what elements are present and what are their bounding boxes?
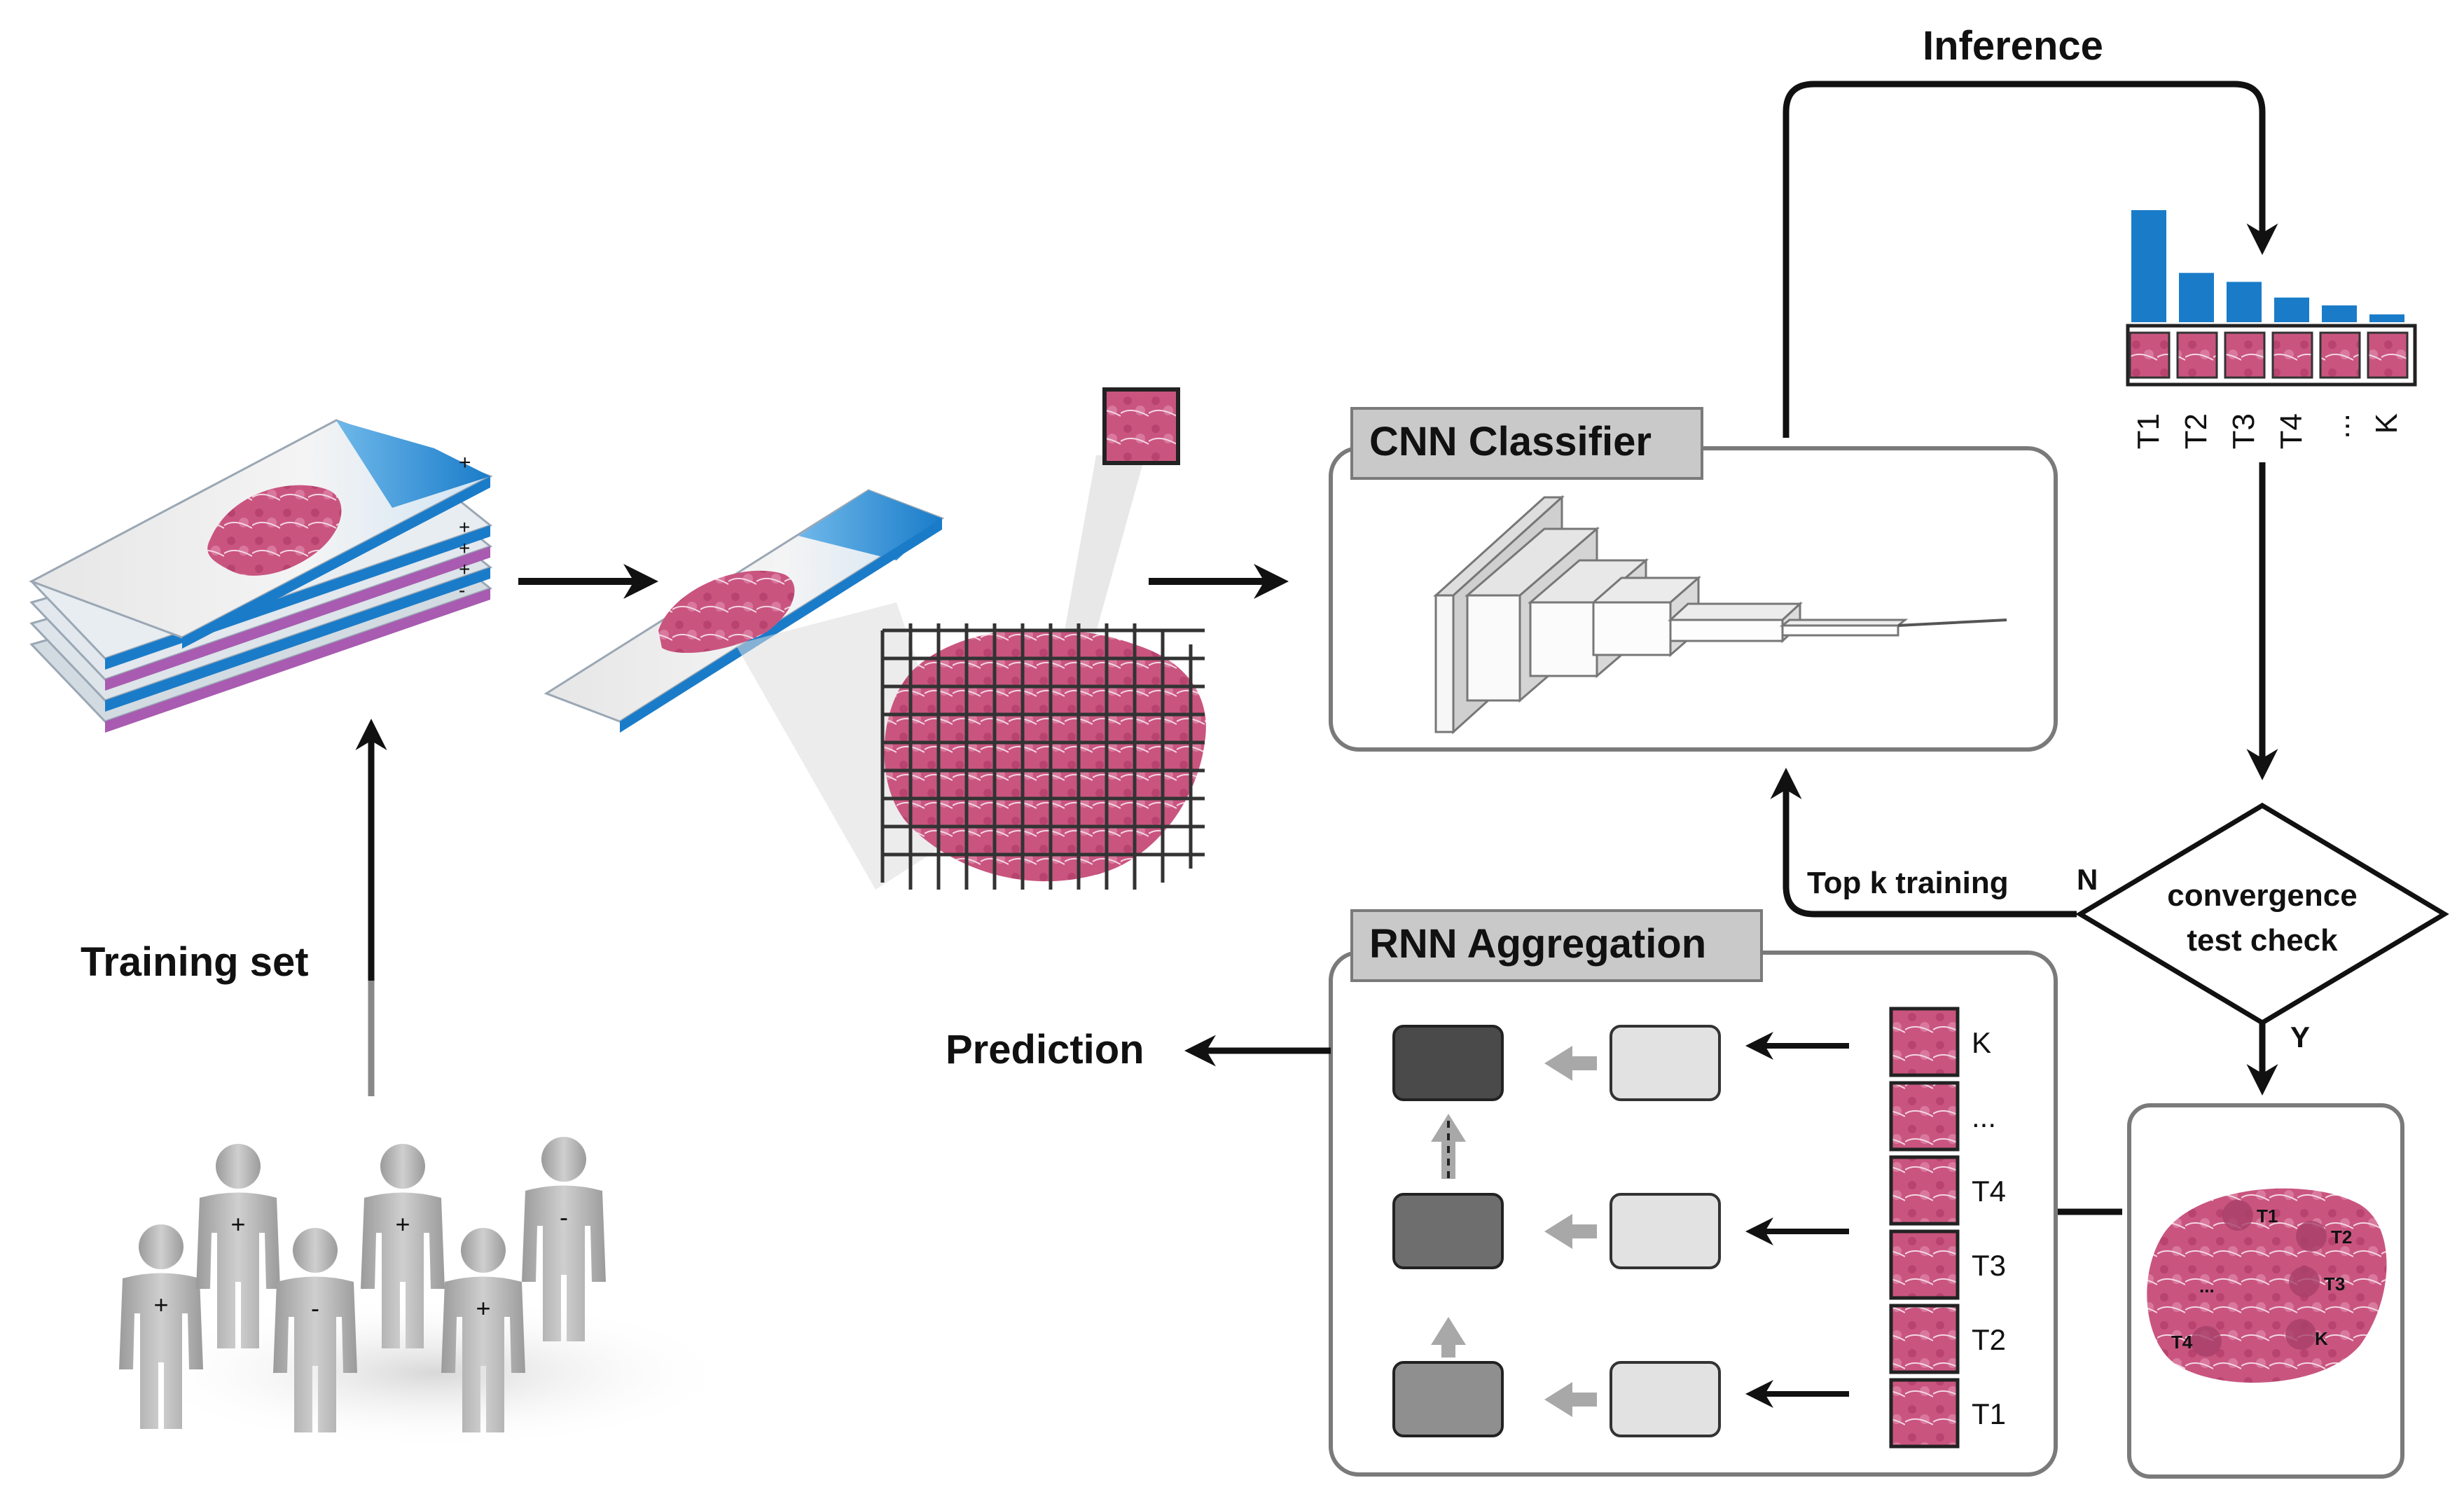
branch-yes-label: Y — [2290, 1021, 2310, 1053]
tiled-tissue — [880, 623, 1206, 890]
decision-line2: test check — [2187, 923, 2338, 958]
rnn-tile-label: T2 — [1972, 1323, 2006, 1356]
wsi-tile-label: ... — [2199, 1276, 2215, 1297]
cnn-classifier-box: CNN Classifier — [1329, 407, 2058, 752]
rnn-input-tile — [1889, 1378, 1960, 1449]
rnn-input-embedding — [1610, 1193, 1721, 1269]
rnn-input-embedding — [1610, 1025, 1721, 1101]
rnn-input-tile — [1889, 1007, 1960, 1077]
gray-arrow-up — [1431, 1317, 1466, 1352]
cnn-title-tab — [1350, 407, 1703, 480]
training-set-label: Training set — [81, 939, 309, 985]
wsi-tile-label: K — [2315, 1328, 2328, 1349]
ranked-tile — [2319, 331, 2361, 379]
ranked-tile-label: K — [2369, 413, 2404, 434]
rnn-hidden-state — [1392, 1025, 1504, 1101]
slide-sign: + — [459, 537, 470, 559]
convergence-decision: convergence test check — [2075, 802, 2449, 1026]
ranked-bar — [2274, 297, 2309, 322]
patient-label: + — [153, 1290, 168, 1319]
rnn-tile-label: K — [1972, 1026, 1991, 1059]
inference-label: Inference — [1923, 23, 2103, 69]
inference-arrow — [1783, 81, 2278, 438]
gray-arrow-shaft — [1441, 1343, 1455, 1358]
rnn-input-embedding — [1610, 1361, 1721, 1437]
wsi-tile-label: T2 — [2331, 1227, 2352, 1248]
top-k-training-label: Top k training — [1807, 866, 2009, 900]
prediction-label: Prediction — [946, 1027, 1144, 1072]
ranked-tile — [2224, 331, 2266, 379]
rnn-input-tile — [1889, 1304, 1960, 1374]
slide-sign: + — [459, 516, 470, 538]
patient-group: + + - + + - — [119, 1137, 606, 1432]
gray-arrow — [1544, 1214, 1597, 1249]
rnn-input-tile — [1889, 1081, 1960, 1152]
top-slide — [29, 419, 493, 649]
ranked-tile-strip: T1 T2 T3 T4... K — [2126, 324, 2417, 449]
slide-sign: + — [459, 451, 471, 474]
single-tile — [1102, 387, 1180, 465]
ranked-bar — [2227, 282, 2262, 322]
patient-label: + — [230, 1210, 245, 1238]
patient-icon: + — [119, 1224, 203, 1429]
patient-label: - — [311, 1294, 319, 1322]
branch-no-label: N — [2077, 863, 2098, 896]
wsi-tile-label: T4 — [2171, 1332, 2193, 1353]
ranked-tile-label: T1 — [2131, 413, 2166, 449]
ranked-tile-label: T2 — [2179, 413, 2213, 449]
rnn-input-tile — [1889, 1229, 1960, 1300]
slide-sign: + — [459, 558, 470, 580]
patient-icon: + — [441, 1228, 525, 1432]
ranked-bar — [2369, 314, 2404, 322]
ranked-tile-label: ... — [2322, 413, 2356, 439]
ranked-tile — [2129, 331, 2171, 379]
patient-icon: - — [273, 1228, 357, 1432]
rnn-tile-label: T3 — [1972, 1249, 2006, 1282]
slide-sign: - — [459, 579, 465, 601]
gray-arrow — [1544, 1046, 1597, 1081]
tissue-section — [207, 485, 342, 576]
patient-icon: + — [361, 1144, 445, 1348]
rnn-hidden-state — [1392, 1193, 1504, 1269]
patient-label: + — [395, 1210, 410, 1238]
decision-line1: convergence — [2167, 878, 2357, 913]
rnn-input-tile — [1889, 1155, 1960, 1226]
rnn-hidden-state — [1392, 1361, 1504, 1437]
ranked-tile-label: T3 — [2227, 413, 2261, 449]
wsi-tile-label: T1 — [2257, 1206, 2278, 1227]
ranked-tile — [2176, 331, 2218, 379]
training-slide-stack: + + + + - — [29, 419, 493, 733]
ranked-bar — [2322, 305, 2357, 322]
wsi-top-tiles-box: T1 T2 T3 T4 K ... — [2127, 1103, 2404, 1479]
ranked-tile — [2271, 331, 2313, 379]
ranked-tile — [2367, 331, 2409, 379]
wsi-tile-label: T3 — [2324, 1273, 2345, 1294]
slide-tissue — [658, 570, 795, 654]
patient-icon: - — [522, 1137, 606, 1341]
top-k-training-arrow — [1770, 768, 2077, 918]
rnn-tile-label: T1 — [1972, 1397, 2006, 1430]
single-slide — [544, 489, 945, 733]
rnn-title-tab — [1350, 909, 1763, 982]
patient-icon: + — [196, 1144, 280, 1348]
ranked-tile-label: T4 — [2274, 413, 2309, 449]
ranked-bar — [2131, 210, 2166, 322]
ranked-bar — [2179, 272, 2214, 322]
tile-zoom-cone — [1065, 455, 1145, 644]
rnn-tile-label: T4 — [1972, 1175, 2006, 1208]
patient-label: + — [476, 1294, 490, 1322]
gray-arrow — [1544, 1382, 1597, 1417]
cnn-classifier-title: CNN Classifier — [1369, 419, 1652, 464]
patient-label: - — [560, 1203, 568, 1231]
cnn-network-icon — [1433, 495, 2007, 735]
rnn-tile-label: ... — [1972, 1100, 1996, 1133]
ranked-tiles-chart — [2131, 210, 2404, 322]
rnn-aggregation-title: RNN Aggregation — [1369, 921, 1706, 967]
